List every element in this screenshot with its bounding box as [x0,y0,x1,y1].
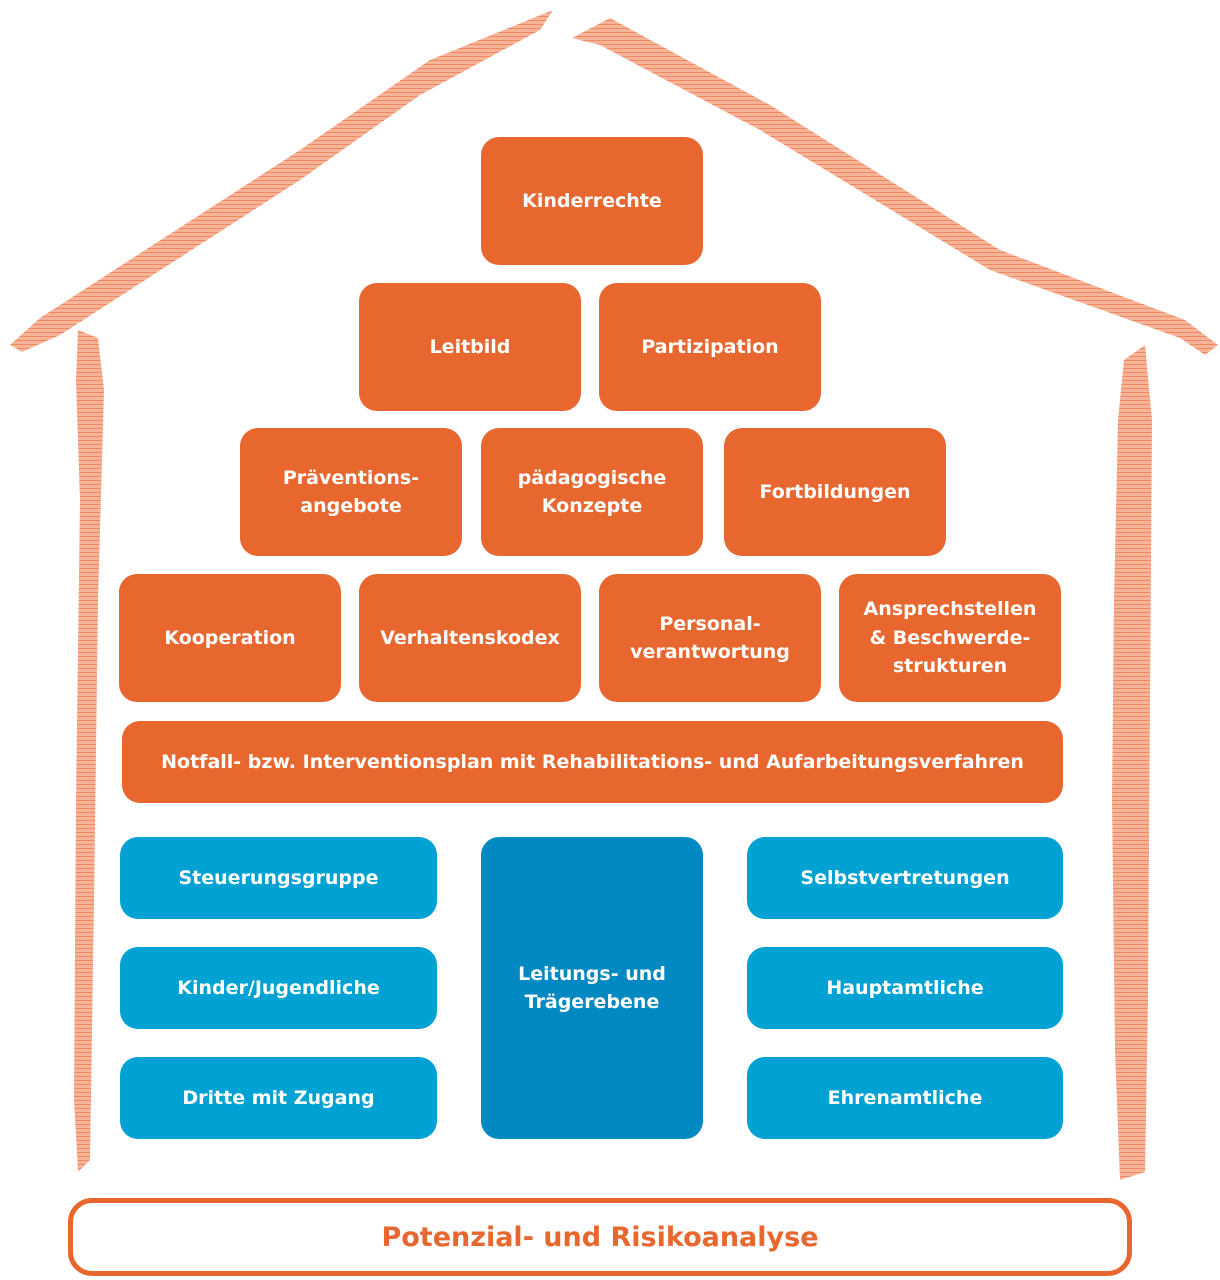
block-kinderrechte: Kinderrechte [481,137,703,265]
wall-left-stroke [74,330,104,1172]
block-praeventionsangebote: Präventions- angebote [240,428,462,556]
block-steuerungsgruppe: Steuerungsgruppe [120,837,437,919]
block-fortbildungen: Fortbildungen [724,428,946,556]
wall-right-stroke [1112,345,1152,1180]
block-kinder-jugendliche: Kinder/Jugendliche [120,947,437,1029]
block-notfallplan: Notfall- bzw. Interventionsplan mit Reha… [122,721,1063,803]
block-paedagogische-konzepte: pädagogische Konzepte [481,428,703,556]
roof-left-stroke [10,10,553,352]
roof-right-stroke [572,18,1218,355]
foundation-label: Potenzial- und Risikoanalyse [381,1221,819,1253]
block-personalverantwortung: Personal- verantwortung [599,574,821,702]
block-leitungs-traegerebene: Leitungs- und Trägerebene [481,837,703,1139]
block-kooperation: Kooperation [119,574,341,702]
foundation-box: Potenzial- und Risikoanalyse [68,1198,1132,1276]
block-ehrenamtliche: Ehrenamtliche [747,1057,1063,1139]
block-dritte-mit-zugang: Dritte mit Zugang [120,1057,437,1139]
block-ansprechstellen: Ansprechstellen & Beschwerde- strukturen [839,574,1061,702]
block-leitbild: Leitbild [359,283,581,411]
block-selbstvertretungen: Selbstvertretungen [747,837,1063,919]
block-hauptamtliche: Hauptamtliche [747,947,1063,1029]
block-verhaltenskodex: Verhaltenskodex [359,574,581,702]
block-partizipation: Partizipation [599,283,821,411]
